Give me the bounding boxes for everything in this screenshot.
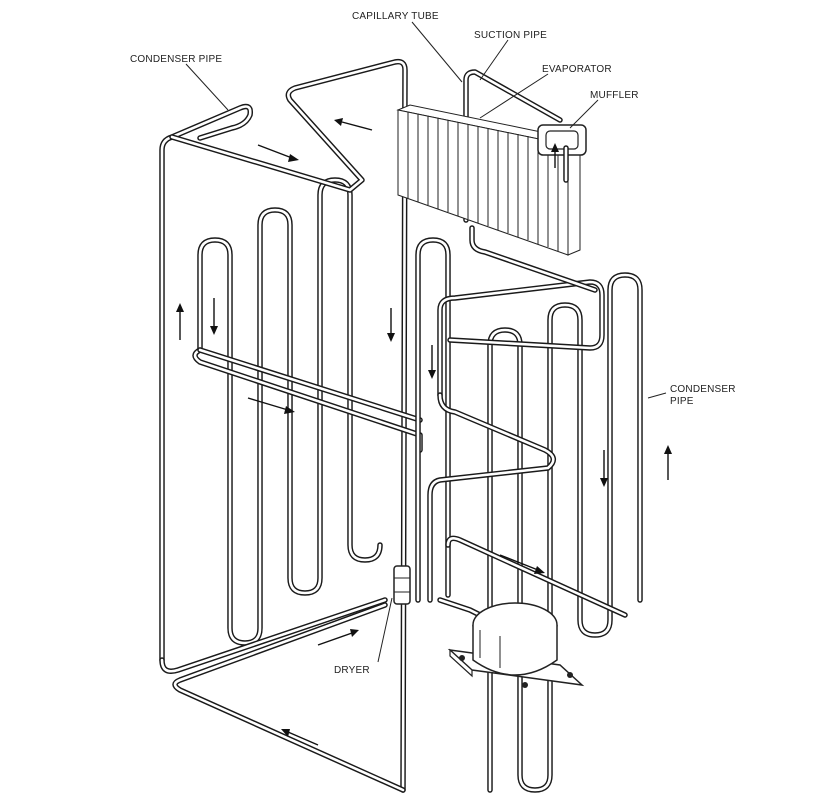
- top-frame-pipe: [169, 58, 408, 793]
- arrow-down-1: [210, 298, 218, 335]
- muffler: [537, 124, 587, 183]
- label-dryer: DRYER: [334, 665, 370, 676]
- diagonal-cross-pipe: [192, 347, 423, 453]
- arrow-diag-bottom-2: [281, 729, 319, 746]
- flow-arrows: [176, 118, 672, 746]
- label-condenser-pipe-left: CONDENSER PIPE: [130, 54, 222, 65]
- arrow-diag-top-2: [334, 118, 373, 131]
- arrow-down-3: [428, 345, 436, 379]
- evaporator: [396, 104, 582, 256]
- arrow-down-4: [600, 450, 608, 487]
- left-outer-frame-pipe: [159, 103, 388, 674]
- arrow-muffler: [551, 143, 559, 168]
- left-condenser-serpentine: [197, 177, 383, 646]
- evaporator-fins: [407, 112, 559, 251]
- arrow-diag-bottom-1: [317, 629, 359, 646]
- arrow-up-right: [664, 445, 672, 480]
- label-condenser-pipe-right-line1: CONDENSER: [670, 384, 736, 395]
- compressor: [447, 602, 585, 688]
- labels: CAPILLARY TUBE SUCTION PIPE EVAPORATOR M…: [130, 11, 736, 676]
- label-capillary-tube: CAPILLARY TUBE: [352, 11, 439, 22]
- label-condenser-pipe-right-line2: PIPE: [670, 396, 694, 407]
- suction-and-capillary-lines: [463, 69, 598, 293]
- arrow-diag-top: [257, 144, 299, 162]
- label-muffler: MUFFLER: [590, 90, 639, 101]
- label-suction-pipe: SUCTION PIPE: [474, 30, 547, 41]
- arrow-diag-right: [499, 554, 545, 574]
- dryer: [393, 565, 411, 605]
- label-evaporator: EVAPORATOR: [542, 64, 612, 75]
- bottom-frame-pipe: [172, 602, 406, 793]
- leader-lines: [185, 21, 667, 663]
- right-condenser-serpentine: [487, 272, 643, 793]
- center-serpentine: [415, 237, 451, 603]
- arrow-down-2: [387, 308, 395, 342]
- right-top-loop: [427, 279, 605, 603]
- arrow-diag-mid: [247, 397, 295, 414]
- arrow-up-left: [176, 303, 184, 340]
